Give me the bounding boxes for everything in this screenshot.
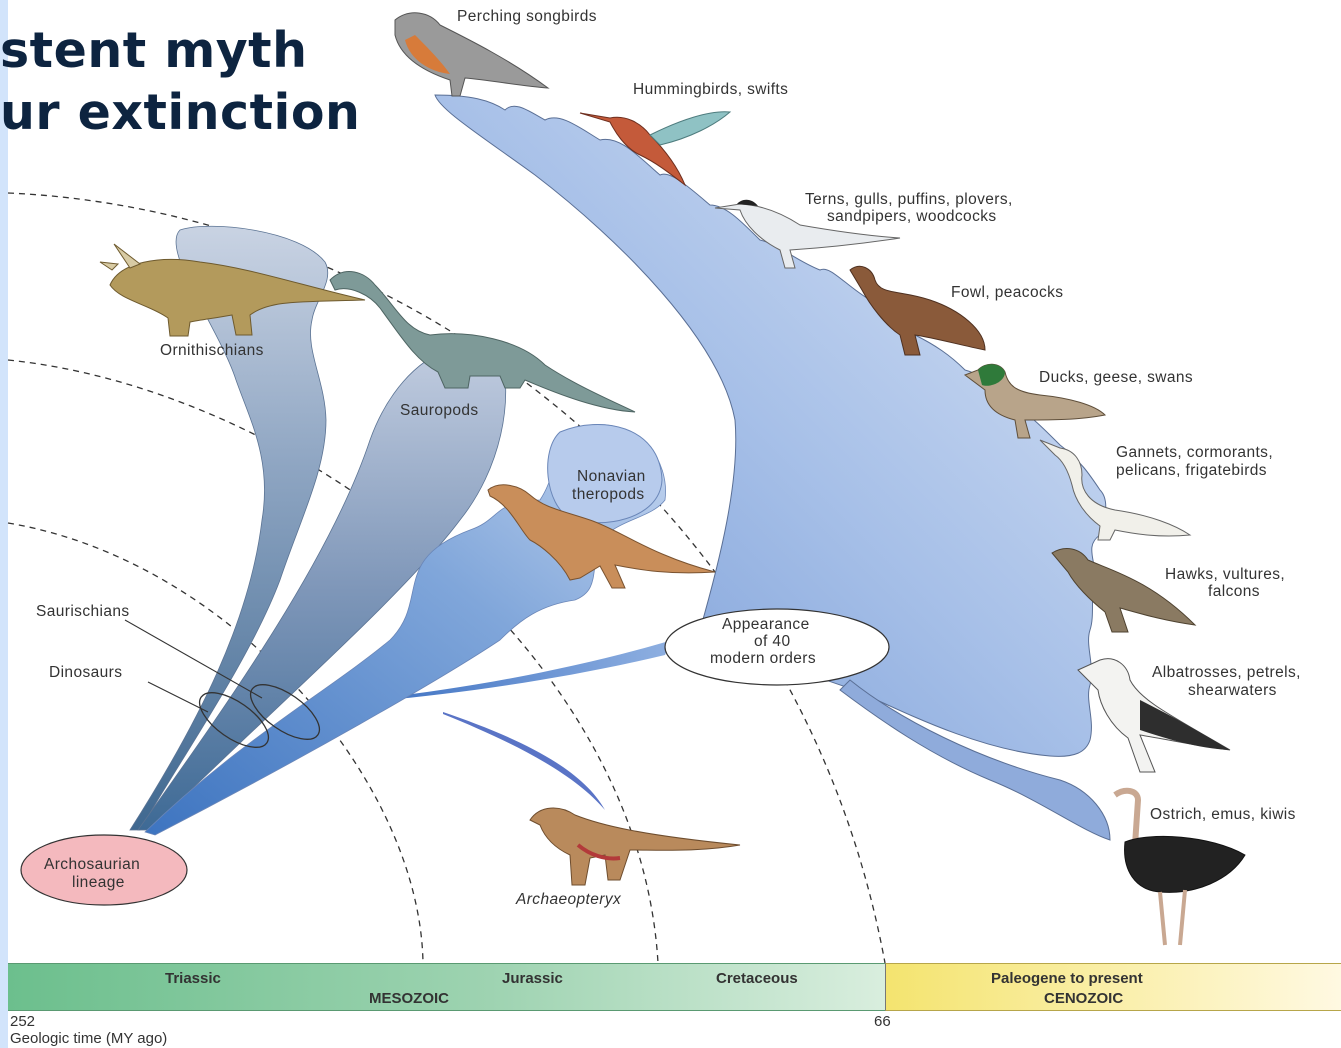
cenozoic-band: Paleogene to present CENOZOIC bbox=[885, 963, 1341, 1011]
label-perching-songbirds: Perching songbirds bbox=[457, 8, 597, 25]
label-gannets-line2: pelicans, frigatebirds bbox=[1116, 462, 1267, 479]
label-fowl: Fowl, peacocks bbox=[951, 284, 1063, 301]
label-albatrosses-line2: shearwaters bbox=[1188, 682, 1277, 699]
label-saurischians: Saurischians bbox=[36, 603, 130, 620]
label-archosaurian-line2: lineage bbox=[72, 874, 125, 891]
era-mesozoic: MESOZOIC bbox=[369, 990, 449, 1007]
period-jurassic: Jurassic bbox=[502, 970, 563, 987]
label-archaeopteryx: Archaeopteryx bbox=[515, 891, 622, 908]
axis-label-geologic-time: Geologic time (MY ago) bbox=[10, 1030, 167, 1047]
period-triassic: Triassic bbox=[165, 970, 221, 987]
label-hawks-line2: falcons bbox=[1208, 583, 1260, 600]
label-nonavian-theropods-line2: theropods bbox=[572, 486, 645, 503]
label-gannets-line1: Gannets, cormorants, bbox=[1116, 444, 1273, 461]
label-terns-line2: sandpipers, woodcocks bbox=[827, 208, 997, 225]
label-dinosaurs: Dinosaurs bbox=[49, 664, 122, 681]
geologic-timebar: Triassic Jurassic Cretaceous MESOZOIC Pa… bbox=[8, 963, 1341, 1009]
label-albatrosses-line1: Albatrosses, petrels, bbox=[1152, 664, 1301, 681]
label-nonavian-theropods-line1: Nonavian bbox=[577, 468, 646, 485]
dinosaur-leader-line bbox=[148, 682, 208, 712]
period-paleogene-to-present: Paleogene to present bbox=[991, 970, 1143, 987]
slide-title-line1: stent myth bbox=[0, 22, 308, 79]
label-hummingbirds: Hummingbirds, swifts bbox=[633, 81, 788, 98]
tick-66: 66 bbox=[874, 1013, 891, 1030]
label-sauropods: Sauropods bbox=[400, 402, 479, 419]
label-ostrich: Ostrich, emus, kiwis bbox=[1150, 806, 1296, 823]
archaeopteryx-branch bbox=[443, 712, 605, 810]
era-cenozoic: CENOZOIC bbox=[1044, 990, 1123, 1007]
period-cretaceous: Cretaceous bbox=[716, 970, 798, 987]
label-ornithischians: Ornithischians bbox=[160, 342, 264, 359]
label-appearance-line2: of 40 bbox=[754, 633, 790, 650]
songbird-illustration bbox=[395, 13, 548, 96]
label-ducks: Ducks, geese, swans bbox=[1039, 369, 1193, 386]
label-appearance-line1: Appearance bbox=[722, 616, 810, 633]
label-terns-line1: Terns, gulls, puffins, plovers, bbox=[805, 191, 1013, 208]
label-appearance-line3: modern orders bbox=[710, 650, 816, 667]
slide-title-line2: ur extinction bbox=[0, 84, 360, 141]
mesozoic-band: Triassic Jurassic Cretaceous MESOZOIC bbox=[8, 963, 885, 1011]
tick-252: 252 bbox=[10, 1013, 35, 1030]
label-hawks-line1: Hawks, vultures, bbox=[1165, 566, 1285, 583]
archaeopteryx-illustration bbox=[530, 808, 740, 885]
label-archosaurian-line1: Archosaurian bbox=[44, 856, 140, 873]
